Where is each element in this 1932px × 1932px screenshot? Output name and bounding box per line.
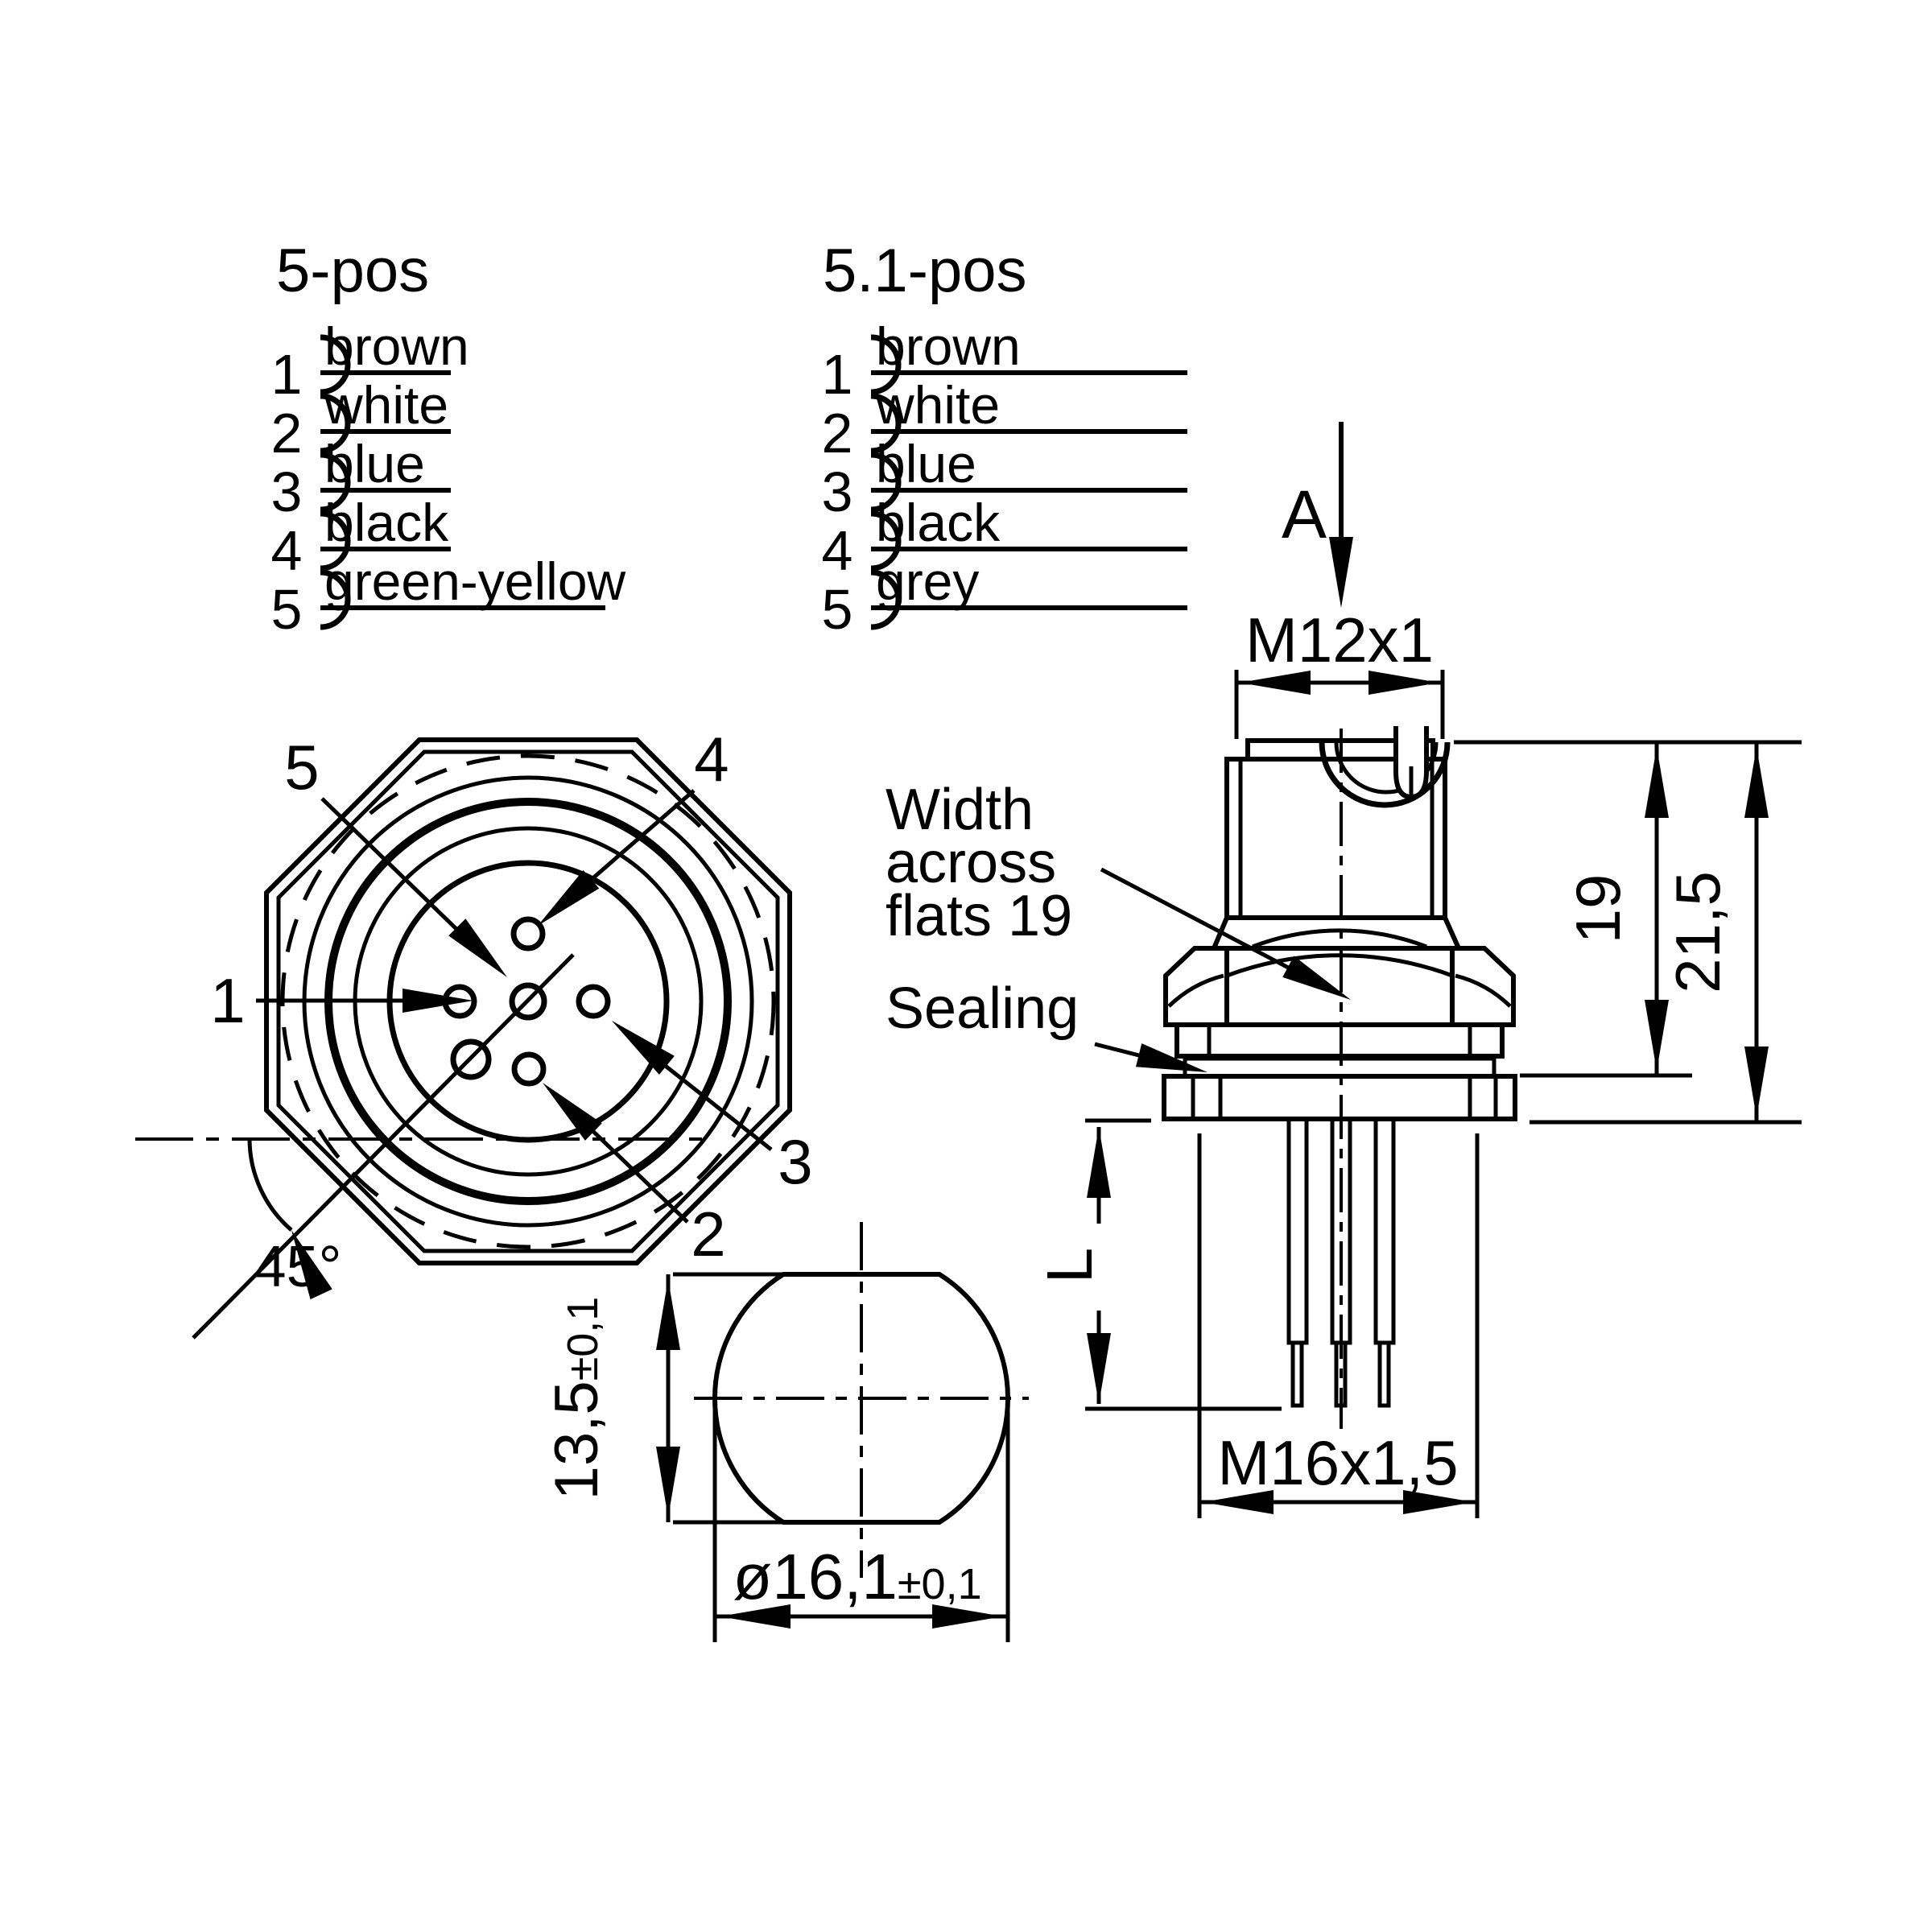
dim-arrowhead-icon <box>1744 1046 1769 1117</box>
pin-5-label: 5 <box>284 732 319 803</box>
note-flats-line3: flats 19 <box>886 884 1072 948</box>
pin-5-contact <box>509 982 547 1021</box>
mounting-hole-outline <box>712 1272 1010 1525</box>
pin-fork-icon <box>320 510 351 572</box>
connector-body-outline <box>264 737 792 1265</box>
hex-nut <box>1163 946 1516 1027</box>
diagonal-45-line <box>192 953 575 1340</box>
note-flats-line2: across <box>886 831 1056 895</box>
dim-19-label: 19 <box>1563 874 1633 944</box>
pin-number: 4 <box>822 519 853 582</box>
solder-pin <box>1373 1117 1396 1345</box>
pin-fork-icon <box>870 452 902 513</box>
solder-pin-tip <box>1377 1340 1391 1408</box>
angle-arc <box>247 1138 293 1232</box>
dim-arrowhead-icon <box>1087 1127 1111 1198</box>
pin-number: 4 <box>271 519 303 582</box>
hex-chamfer-arc <box>1455 973 1512 1008</box>
pin-fork-icon <box>320 569 351 630</box>
pin-color-label: blue <box>876 434 976 493</box>
pin-color-label: brown <box>324 316 469 376</box>
pin-table-5pos-title: 5-pos <box>276 237 429 305</box>
pin-number: 2 <box>271 402 303 464</box>
pin-table-5pos: 5-pos 1 brown 2 white 3 blue 4 black 5 g… <box>271 237 626 641</box>
thread-mount-label: M16x1,5 <box>1217 1427 1458 1498</box>
dim-arrowhead-icon <box>1744 747 1769 818</box>
dim-arrowhead-icon <box>1645 1000 1669 1071</box>
side-view: A M12x1 <box>886 422 1802 1518</box>
note-sealing-label: Sealing <box>886 976 1079 1041</box>
thread-top-label: M12x1 <box>1245 605 1434 675</box>
pin-number: 3 <box>271 460 303 523</box>
pin-color-label: white <box>875 375 1000 435</box>
pin-fork-icon <box>870 393 902 454</box>
note-flats-line1: Width <box>886 778 1034 842</box>
keyway-arc-outer <box>1319 741 1451 808</box>
dim-diameter-label: ø16,1±0,1 <box>733 1541 981 1612</box>
keyway-slot <box>1393 726 1429 800</box>
pin-fork-icon <box>870 569 902 630</box>
pin-2-label: 2 <box>691 1199 725 1269</box>
angle-label: 45° <box>254 1235 342 1299</box>
pin-1-arrowhead-icon <box>402 989 473 1013</box>
pin-color-label: green-yellow <box>324 551 626 611</box>
pin-1-label: 1 <box>210 965 245 1036</box>
keyway-notch <box>450 1038 492 1080</box>
solder-pin-tip <box>1290 1340 1304 1408</box>
pin-fork-icon <box>320 452 351 513</box>
hex-chamfer-arc <box>1167 973 1224 1008</box>
pin-color-label: blue <box>324 434 425 493</box>
connector-body-inner-outline <box>276 749 780 1253</box>
dim-arrowhead-icon <box>656 1447 680 1517</box>
pin-color-label: brown <box>876 316 1021 376</box>
pin-color-label: black <box>324 493 449 552</box>
pin-fork-icon <box>320 393 351 454</box>
note-flats-leader <box>1100 867 1327 989</box>
bottom-view: 13,5±0,1 ø16,1±0,1 <box>543 1222 1029 1642</box>
pin-5-arrowhead-icon <box>448 919 516 986</box>
pin-fork-icon <box>870 510 902 572</box>
pin-number: 5 <box>271 578 303 641</box>
pin-color-label: grey <box>876 551 979 611</box>
pin-number: 3 <box>822 460 853 523</box>
pin-4-label: 4 <box>694 724 729 795</box>
pin-number: 1 <box>822 343 853 406</box>
pin-table-5-1pos-title: 5.1-pos <box>823 237 1027 305</box>
dim-L-label: L <box>1034 1248 1105 1284</box>
dim-arrowhead-icon <box>656 1279 680 1350</box>
pin-number: 1 <box>271 343 303 406</box>
dim-arrowhead-icon <box>1087 1333 1111 1404</box>
pin-fork-icon <box>870 334 902 395</box>
pin-fork-icon <box>320 334 351 395</box>
pin-2-arrowhead-icon <box>534 1074 602 1141</box>
pin-color-label: white <box>324 375 448 435</box>
dim-13-5-label: 13,5±0,1 <box>543 1297 611 1501</box>
pin-color-label: black <box>876 493 1001 552</box>
pin-3-label: 3 <box>778 1126 812 1197</box>
dim-arrowhead-icon <box>1645 747 1669 818</box>
pin-4-contact <box>510 916 546 952</box>
dim-21-5-label: 21,5 <box>1662 871 1733 993</box>
solder-pin <box>1286 1117 1309 1345</box>
note-flats-arrowhead-icon <box>1282 956 1357 1011</box>
pin-number: 2 <box>822 402 853 464</box>
face-view: 45° 5 4 1 3 2 <box>135 724 813 1340</box>
pin-number: 5 <box>822 578 853 641</box>
pin-2-contact <box>511 1051 547 1087</box>
section-label: A <box>1282 477 1327 552</box>
section-arrowhead-icon <box>1329 537 1353 608</box>
pin-3-contact <box>576 984 611 1019</box>
pin-table-5-1pos: 5.1-pos 1 brown 2 white 3 blue 4 black 5… <box>822 237 1187 641</box>
